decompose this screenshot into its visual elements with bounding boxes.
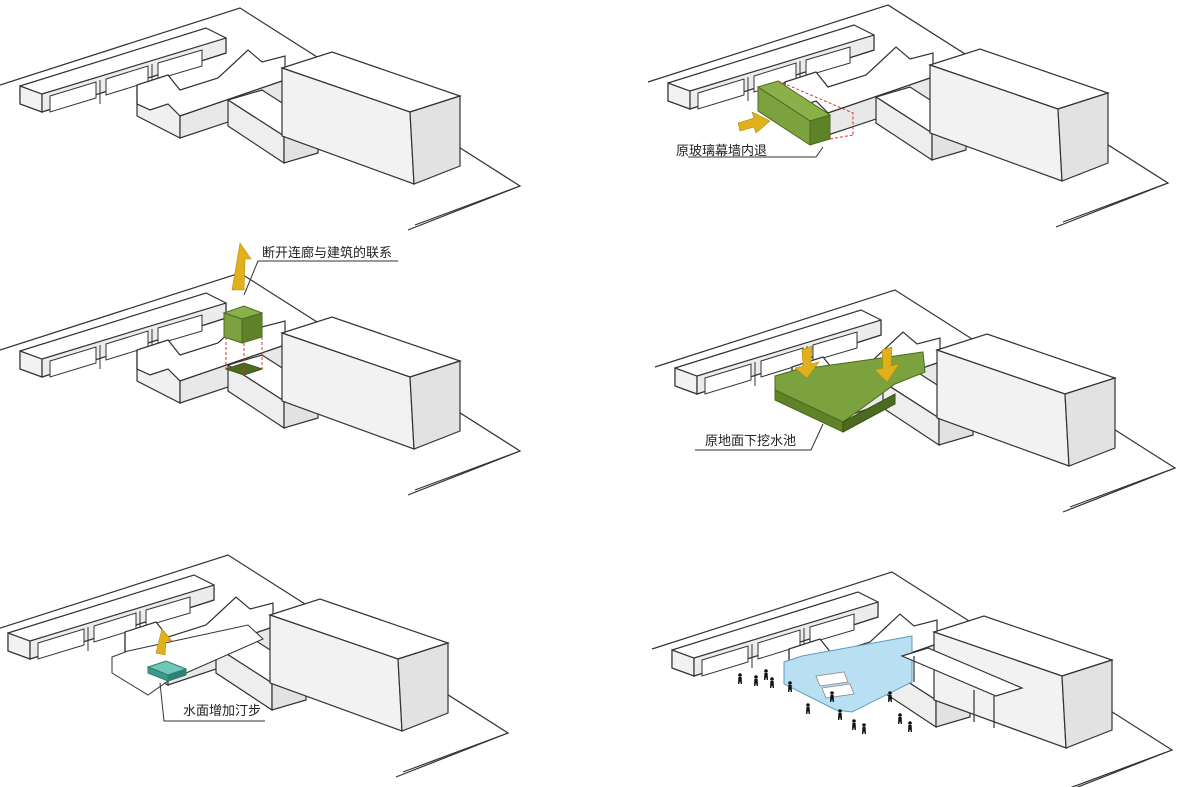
panel-6-final-result <box>651 571 1173 787</box>
arrow-down-icon <box>874 346 900 383</box>
final-pool <box>783 635 913 713</box>
panel-3-disconnect-corridor <box>0 242 521 496</box>
setback-green-volume <box>756 80 854 146</box>
lifted-green-block <box>222 305 264 376</box>
callout-glass-curtain-wall-setback: 原玻璃幕墙内退 <box>676 143 767 159</box>
pool-outline <box>111 624 264 696</box>
panel-5-stepping-stones <box>0 554 509 778</box>
arrow-up-icon <box>231 242 252 291</box>
callout-disconnect-corridor: 断开连廊与建筑的联系 <box>262 245 392 261</box>
arrow-down-icon <box>794 345 820 379</box>
panel-4-excavate-pool <box>654 289 1176 513</box>
panel-2-curtain-wall-setback <box>647 4 1169 228</box>
stepping-stone-teal <box>146 660 188 682</box>
panel-1-existing <box>0 7 521 231</box>
canopy-structure <box>900 647 1024 728</box>
arrow-up-icon <box>155 628 173 656</box>
callout-excavate-pool: 原地面下挖水池 <box>705 434 796 449</box>
callout-add-stepping-stones: 水面增加汀步 <box>183 704 261 719</box>
arrow-right-icon <box>737 111 771 134</box>
